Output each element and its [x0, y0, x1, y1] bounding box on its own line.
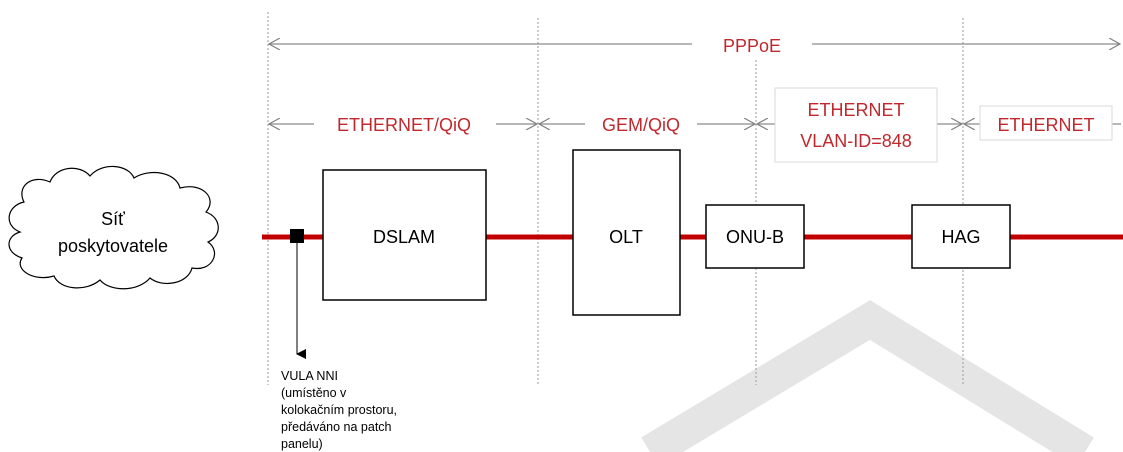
- vula-nni-point: [290, 229, 304, 243]
- provider-cloud: [8, 165, 219, 290]
- ethernet-label: ETHERNET: [997, 115, 1094, 135]
- pppoe-label: PPPoE: [723, 36, 781, 56]
- olt-label: OLT: [609, 227, 643, 247]
- vula-note-line: panelu): [281, 437, 323, 451]
- ethernet-qiq-label-bg: [314, 106, 496, 140]
- pppoe-label-bg: [692, 28, 812, 60]
- hag-label: HAG: [941, 227, 980, 247]
- vula-note: VULA NNI (umístěno v kolokačním prostoru…: [281, 369, 397, 451]
- ethernet-label-bg: [979, 105, 1113, 141]
- cloud-label-line1: Síť: [101, 209, 125, 229]
- ethernet-vlan-label-line1: ETHERNET: [807, 100, 904, 120]
- onu-b-box: [705, 204, 805, 269]
- vula-note-line: (umístěno v: [281, 386, 347, 400]
- olt-box: [572, 149, 681, 316]
- vula-note-line: předáváno na patch: [281, 420, 392, 434]
- vula-note-line: kolokačním prostoru,: [281, 403, 397, 417]
- dslam-label: DSLAM: [373, 227, 435, 247]
- vula-note-line: VULA NNI: [281, 369, 338, 383]
- hag-box: [911, 204, 1011, 269]
- ethernet-vlan-label-line2: VLAN-ID=848: [800, 131, 912, 151]
- cloud-label-line2: poskytovatele: [58, 236, 168, 256]
- ethernet-vlan-label-bg: [774, 87, 938, 163]
- onu-b-label: ONU-B: [726, 227, 784, 247]
- gem-qiq-label-bg: [585, 106, 697, 140]
- watermark-mark: [641, 300, 1094, 452]
- ethernet-qiq-label: ETHERNET/QiQ: [337, 115, 471, 135]
- dslam-box: [322, 169, 487, 301]
- gem-qiq-label: GEM/QiQ: [602, 115, 680, 135]
